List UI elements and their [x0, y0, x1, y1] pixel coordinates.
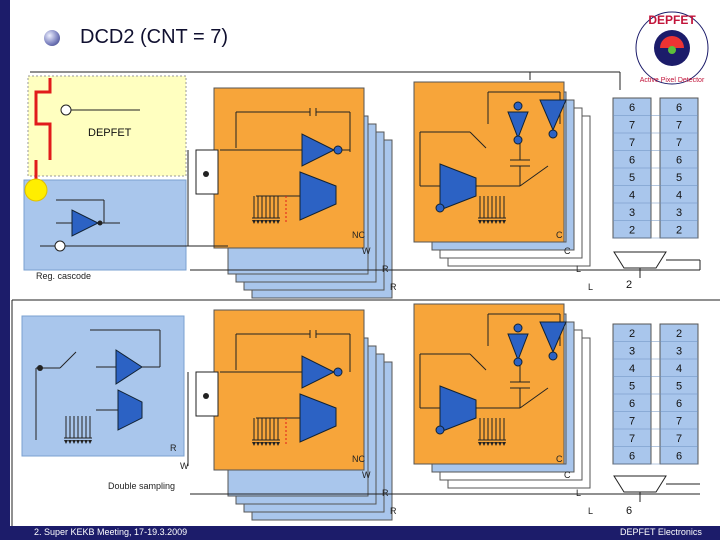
top-c1-label: C — [556, 230, 563, 240]
bottom-memory-channel — [413, 303, 565, 465]
top-table-cell: 2 — [629, 225, 635, 237]
top-table-cell: 3 — [676, 207, 682, 219]
bottom-comparator-1-icon — [507, 333, 529, 362]
top-mux-output: 2 — [626, 279, 632, 291]
double-sampling-label: Double sampling — [108, 481, 175, 491]
top-table-cell: 5 — [676, 172, 682, 184]
bottom-table-cell: 7 — [676, 416, 682, 428]
top-comparator-1-icon — [507, 111, 529, 140]
top-table-cell: 2 — [676, 225, 682, 237]
bottom-table-cell: 3 — [629, 346, 635, 358]
top-table-cell: 7 — [629, 137, 635, 149]
top-table-cell: 6 — [629, 155, 635, 167]
top-table-cell: 4 — [629, 190, 635, 202]
logo-text: DEPFET — [648, 13, 696, 27]
bottom-table-cell: 2 — [629, 328, 635, 340]
top-sample-hold-icon — [439, 163, 477, 211]
bottom-table-cell: 4 — [629, 363, 635, 375]
logo-ring-text: Active Pixel Detector — [640, 77, 705, 84]
bottom-mux-icon — [613, 475, 667, 493]
bottom-table-cell: 7 — [676, 433, 682, 445]
bottom-table-cell: 5 — [629, 381, 635, 393]
bottom-sample-hold-icon — [439, 385, 477, 433]
top-memory-channel — [413, 81, 565, 243]
top-r1-label: R — [382, 264, 389, 274]
top-table-cell: 7 — [676, 137, 682, 149]
top-r2-label: R — [390, 282, 397, 292]
bottom-table-cell: 3 — [676, 346, 682, 358]
top-adc-channel — [213, 87, 365, 249]
top-comparator-2-icon — [539, 99, 567, 132]
top-table-cell: 5 — [629, 172, 635, 184]
top-w-label: W — [362, 246, 371, 256]
bottom-comparator-2-icon — [539, 321, 567, 354]
bottom-mux-output: 6 — [626, 505, 632, 517]
top-table-cell: 6 — [629, 102, 635, 114]
depfet-label: DEPFET — [88, 127, 132, 139]
top-adc-icon — [299, 171, 337, 221]
bottom-r2-label: R — [390, 506, 397, 516]
double-sampling-circuit — [35, 329, 161, 440]
bottom-l1-label: L — [576, 488, 581, 498]
bottom-table-cell: 7 — [629, 416, 635, 428]
dcd2-schematic-diagram: DEPFET Active Pixel Detector DEPFET Reg.… — [11, 11, 720, 526]
bottom-table-cell: 6 — [676, 398, 682, 410]
top-c2-label: C — [564, 246, 571, 256]
reg-cascode-label: Reg. cascode — [36, 271, 91, 281]
slide-title: DCD2 (CNT = 7) — [80, 26, 228, 48]
top-nc-label: NC — [352, 230, 365, 240]
bottom-adc-icon — [299, 393, 337, 443]
left-sidebar-strip — [0, 0, 10, 540]
bottom-c2-label: C — [564, 470, 571, 480]
top-table-cell: 4 — [676, 190, 682, 202]
top-table-cell: 7 — [629, 120, 635, 132]
bottom-table-cell: 5 — [676, 381, 682, 393]
top-table-cell: 7 — [676, 120, 682, 132]
bottom-table-cell: 2 — [676, 328, 682, 340]
top-preamp-icon — [301, 133, 336, 167]
double-sampling-w-label: W — [180, 461, 189, 471]
bottom-table-cell: 6 — [676, 451, 682, 463]
double-sampling-r-label: R — [170, 443, 177, 453]
top-table-cell: 6 — [676, 102, 682, 114]
footer-group-text: DEPFET Electronics — [620, 527, 702, 537]
top-mux-icon — [613, 251, 667, 269]
bottom-table-cell: 7 — [629, 433, 635, 445]
top-l2-label: L — [588, 282, 593, 292]
bottom-table-cell: 6 — [629, 451, 635, 463]
bottom-preamp-icon — [301, 355, 336, 389]
depfet-logo: DEPFET Active Pixel Detector — [635, 11, 709, 85]
footer-bar — [10, 526, 720, 540]
top-l1-label: L — [576, 264, 581, 274]
title-bullet-icon — [44, 30, 60, 46]
bottom-c1-label: C — [556, 454, 563, 464]
top-output-table: 6 6 7 7 7 7 6 6 5 5 4 4 3 3 2 2 — [612, 97, 699, 239]
bottom-adc-channel — [213, 309, 365, 471]
reg-cascode-amp — [40, 199, 186, 252]
depfet-node-icon — [24, 178, 48, 202]
bottom-r1-label: R — [382, 488, 389, 498]
footer-meeting-text: 2. Super KEKB Meeting, 17-19.3.2009 — [34, 527, 188, 537]
bottom-output-table: 2 2 3 3 4 4 5 5 6 6 7 7 7 7 6 6 — [612, 323, 699, 465]
top-table-cell: 3 — [629, 207, 635, 219]
bottom-l2-label: L — [588, 506, 593, 516]
bottom-w-label: W — [362, 470, 371, 480]
bottom-table-cell: 4 — [676, 363, 682, 375]
bottom-nc-label: NC — [352, 454, 365, 464]
bottom-table-cell: 6 — [629, 398, 635, 410]
top-table-cell: 6 — [676, 155, 682, 167]
